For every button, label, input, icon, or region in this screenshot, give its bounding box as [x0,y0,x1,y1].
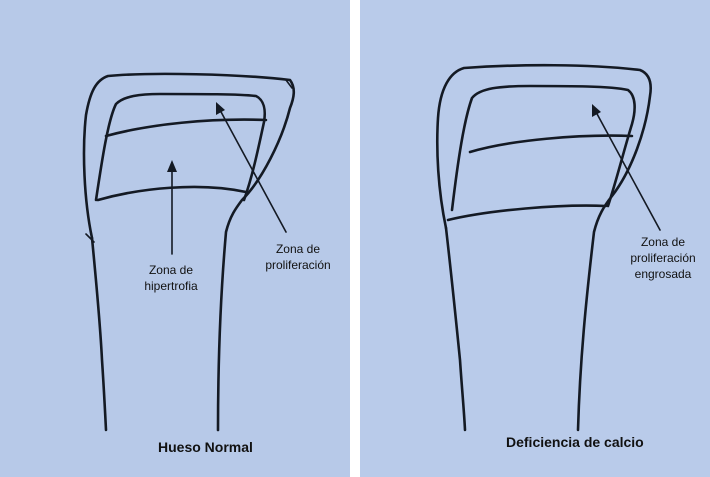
inner-physis-contour [94,92,267,202]
thick-proliferation-arrow-line [595,111,661,231]
proliferation-arrow-line [219,109,287,233]
right-notch-mark [285,79,293,89]
calcium-deficiency-drawing [435,63,661,432]
lower-zone-line [96,185,248,202]
paper-background [360,0,710,477]
upper-zone-line [104,118,268,138]
left-shaft-line [90,236,108,432]
normal-bone-caption: Hueso Normal [158,439,253,455]
thick-proliferation-zone-label: Zona de proliferación engrosada [630,235,696,281]
outer-bone-contour [435,63,652,432]
inner-physis-contour [450,84,636,212]
outer-bone-contour [82,72,296,432]
paper-background [0,0,350,477]
thick-proliferation-arrowhead [592,104,601,117]
hypertrophy-arrowhead [167,160,177,172]
normal-bone-drawing [82,72,296,432]
lower-zone-line [446,204,608,222]
proliferation-arrowhead [216,102,225,115]
left-notch-mark [85,233,95,243]
calcium-deficiency-panel: Zona de proliferación engrosada Deficien… [360,0,710,477]
left-shaft-line [444,226,467,432]
normal-bone-panel: Zona de proliferación Zona de hipertrofi… [0,0,350,477]
hypertrophy-zone-label: Zona de hipertrofia [144,263,198,293]
proliferation-zone-label: Zona de proliferación [265,242,331,272]
calcium-deficiency-caption: Deficiencia de calcio [506,434,644,450]
upper-zone-line [468,134,634,154]
